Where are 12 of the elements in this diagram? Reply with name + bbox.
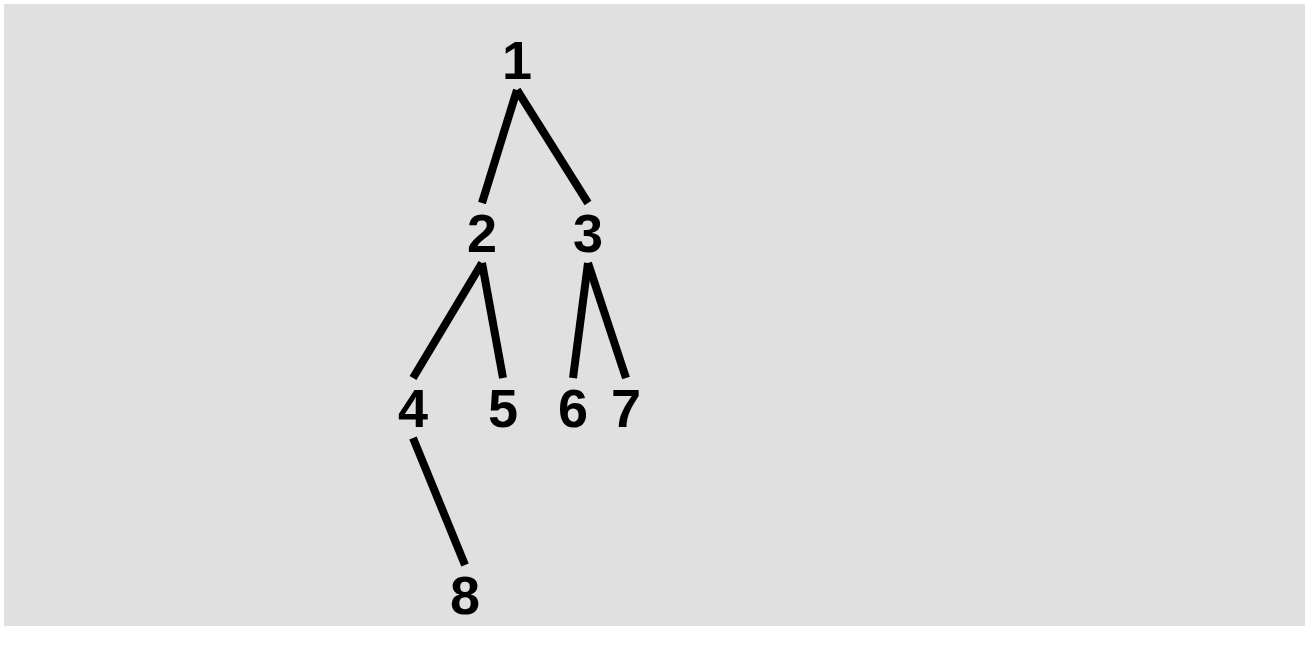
connector-line [478,262,507,379]
tree-node-label: 2 [460,203,504,263]
connector-line [478,88,521,205]
tree-node-label: 7 [604,378,648,438]
connector-line [569,262,592,379]
tree-node-label: 4 [391,378,435,438]
tree-node-label: 6 [551,378,595,438]
tree-node-label: 8 [443,565,487,625]
tree-node-label: 5 [481,378,525,438]
tree-node-label: 3 [566,203,610,263]
connector-line [409,436,469,567]
tree-node-label: 1 [495,30,539,90]
